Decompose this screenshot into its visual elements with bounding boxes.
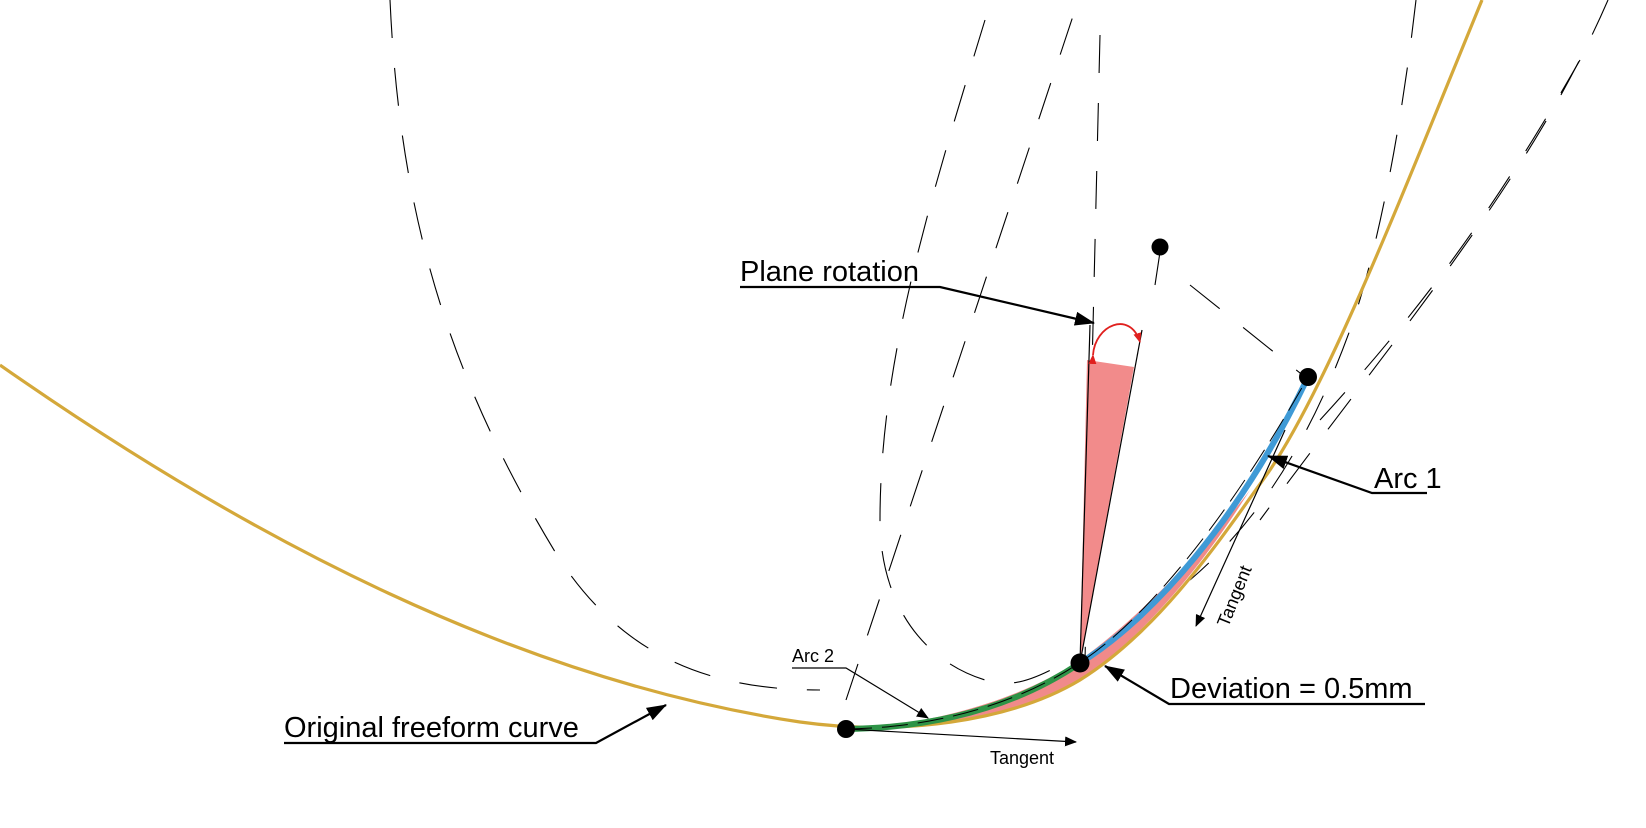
leader-deviation: [1104, 665, 1425, 706]
construction-lines: [389, 0, 1609, 701]
dashed-circle-mid: [879, 19, 1081, 684]
point-center-upper: [1151, 238, 1169, 256]
dashed-radius-arc1: [1189, 284, 1306, 378]
leader-plane-rotation: [740, 285, 1095, 326]
leader-arc2: [792, 667, 929, 719]
dashed-circle-large-left: [389, 0, 821, 691]
dashed-radius-vertical: [1084, 34, 1101, 661]
wedge-edge-right: [1079, 329, 1143, 664]
label-tangent-bottom: Tangent: [990, 748, 1054, 768]
label-tangent-right: Tangent: [1213, 563, 1256, 630]
dashed-radius-arc2: [845, 9, 1076, 701]
arc-2: [845, 660, 1082, 732]
label-arc1: Arc 1: [1374, 463, 1442, 495]
tangent-line-bottom: [845, 728, 1077, 747]
rotation-arrow: [1088, 323, 1142, 365]
dashed-circle-far-right-2: [1319, 59, 1581, 421]
leader-arc1: [1267, 454, 1427, 495]
key-points: [837, 238, 1317, 738]
plane-rotation-indicator: [1079, 323, 1143, 664]
dashed-circle-right: [1189, 0, 1417, 581]
dashed-overlay-arcs: [845, 376, 1309, 730]
leader-lines: [284, 285, 1427, 745]
wedge-edge-left: [1079, 324, 1091, 664]
dashed-circle-far-right: [1259, 0, 1609, 521]
label-plane-rotation: Plane rotation: [740, 256, 919, 288]
label-arc2: Arc 2: [792, 646, 834, 666]
point-arc-junction: [1070, 653, 1090, 673]
leader-original-curve: [284, 704, 667, 745]
arc-1: [1078, 375, 1311, 666]
dashed-short-center: [1154, 251, 1161, 286]
point-arc1-end: [1299, 368, 1317, 386]
point-arc2-start: [837, 720, 855, 738]
label-original-curve: Original freeform curve: [284, 712, 579, 744]
label-deviation: Deviation = 0.5mm: [1170, 673, 1413, 705]
original-freeform-curve: [0, 0, 1484, 729]
